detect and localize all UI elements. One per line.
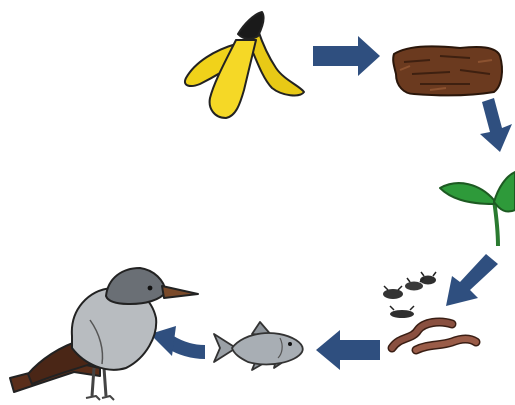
arrow-right-1: [313, 36, 380, 76]
arrow-down-left-1: [446, 254, 498, 306]
arrow-curved-1: [150, 326, 205, 356]
seedling-icon: [440, 172, 515, 246]
arrow-down-1: [480, 98, 512, 152]
fish-icon: [214, 322, 303, 370]
banana-peel-icon: [185, 12, 304, 118]
arrow-left-1: [316, 330, 380, 370]
soil-block-icon: [393, 46, 502, 95]
